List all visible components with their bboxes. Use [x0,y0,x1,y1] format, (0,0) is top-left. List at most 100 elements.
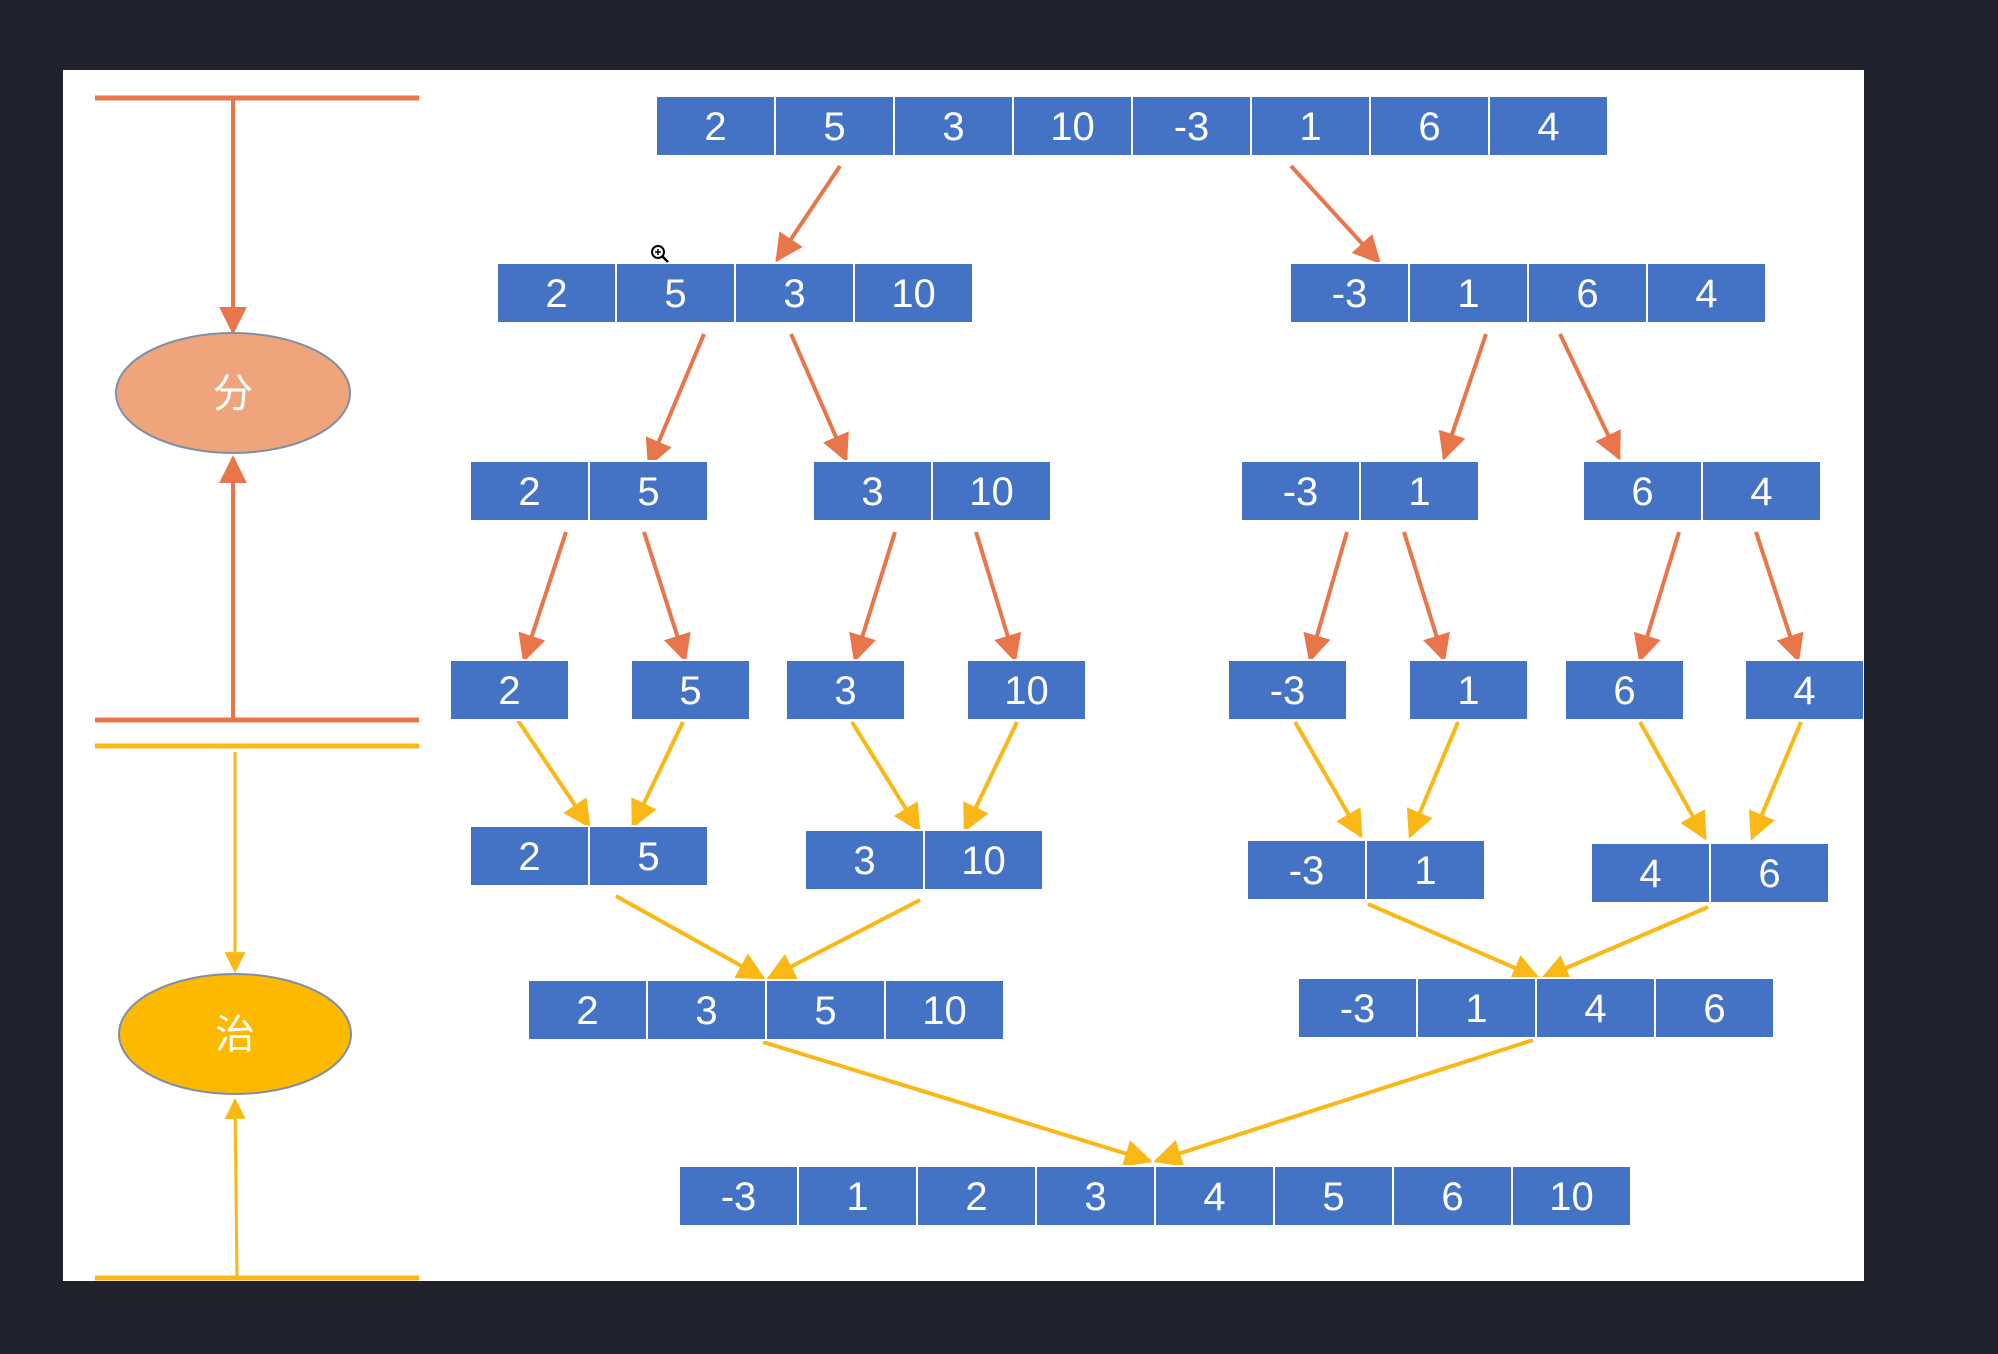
array-cell-value: 10 [1004,669,1049,713]
array-cell-value: 4 [1750,470,1772,514]
conquer-arrow [1153,1038,1534,1167]
array-cell [1246,839,1367,901]
divide-arrow [518,531,568,663]
array-cell [1709,842,1830,904]
array-cell-value: 10 [922,989,967,1033]
array-cell-value: 1 [1408,470,1430,514]
array-cell [804,829,925,891]
array-cell-value: 5 [814,989,836,1033]
array-cell [1527,262,1648,324]
slide: 分 治 [63,70,1864,1281]
array-cell-value: 3 [834,669,856,713]
array-cell [765,979,886,1041]
array-cell-value: 6 [1631,470,1653,514]
array-cell [1564,659,1685,721]
array-cell-value: 4 [1584,987,1606,1031]
array-cell-value: 3 [942,105,964,149]
array-cell-value: -3 [1289,849,1325,893]
conquer-arrow [631,721,685,829]
array-cell [1646,262,1767,324]
array-cell [812,460,933,522]
array-cell [1250,95,1371,157]
array-node: 4 [1744,659,1864,721]
divide-arrow [1558,333,1621,461]
array-cell [1365,839,1486,901]
array-cell-value: 3 [783,272,805,316]
array-cell-value: 3 [1084,1175,1106,1219]
array-cell [646,979,767,1041]
divide-arrow [789,333,849,463]
conquer-arrow [615,894,766,980]
array-cell [1590,842,1711,904]
phase-indicator: 分 治 [95,95,419,1281]
conquer-arrow-up [224,1097,246,1279]
array-cell [774,95,895,157]
array-cell-value: 1 [1299,105,1321,149]
array-cell-value: 5 [1322,1175,1344,1219]
array-cell [1488,95,1609,157]
array-cell-value: 10 [1050,105,1095,149]
divide-arrow [775,164,842,263]
array-cell-value: 10 [891,272,936,316]
array-cell [1359,460,1480,522]
array-cell [966,659,1087,721]
array-cell-value: 1 [1457,669,1479,713]
conquer-ellipse [118,973,352,1095]
array-cell [588,825,709,887]
array-cell-value: 4 [1639,852,1661,896]
array-cell-value: 4 [1695,272,1717,316]
conquer-arrow [762,1040,1153,1167]
array-cell-value: -3 [1174,105,1210,149]
array-node: 6 [1564,659,1685,721]
array-cell-value: 6 [1441,1175,1463,1219]
array-cell [1131,95,1252,157]
array-cell [1289,262,1410,324]
array-cell-value: 10 [1549,1175,1594,1219]
conquer-arrow [766,898,921,980]
divide-arrow [1402,531,1450,663]
array-node: -3 [1227,659,1348,721]
array-cell-value: 6 [1418,105,1440,149]
array-cell-value: 5 [823,105,845,149]
array-node: 3 [785,659,906,721]
array-cell-value: 6 [1703,987,1725,1031]
conquer-arrow [963,721,1019,833]
array-cell-value: -3 [1270,669,1306,713]
array-cell [1035,1165,1156,1227]
array-cell-value: 2 [576,989,598,1033]
array-cell-value: 2 [704,105,726,149]
array-cell-value: 2 [965,1175,987,1219]
array-cell-value: 1 [1414,849,1436,893]
array-cell [923,829,1044,891]
divide-arrow [1754,531,1804,663]
divide-arrow [645,333,706,468]
array-node: 10 [966,659,1087,721]
array-cell [1012,95,1133,157]
conquer-arrow [1748,721,1803,841]
conquer-arrow [850,720,921,833]
array-cell [853,262,974,324]
array-cell [1297,977,1418,1039]
array-cell [1408,659,1529,721]
array-cell-value: 3 [861,470,883,514]
array-cell [884,979,1005,1041]
array-cell-value: -3 [1340,987,1376,1031]
array-cell-value: 2 [545,272,567,316]
array-cell [469,825,590,887]
array-cell-value: 6 [1613,669,1635,713]
conquer-arrow [1540,905,1709,981]
array-cell [496,262,617,324]
array-cell [1369,95,1490,157]
array-cell [449,659,570,721]
array-cell [1154,1165,1275,1227]
array-cell [1392,1165,1513,1227]
